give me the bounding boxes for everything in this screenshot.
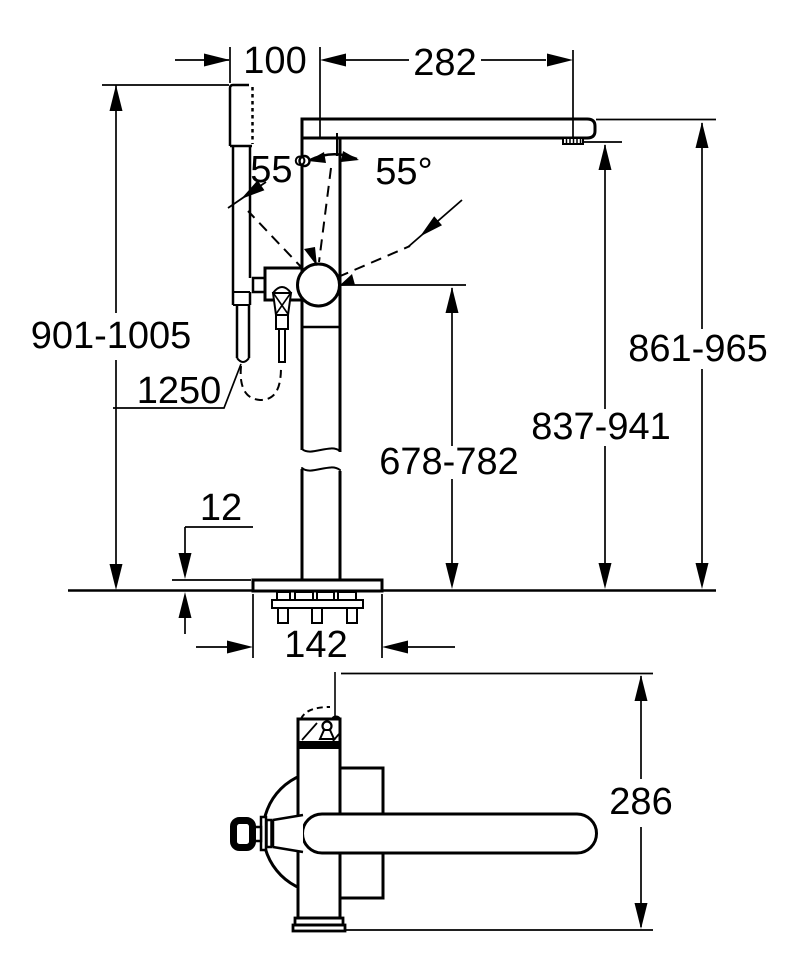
plan-spout (301, 812, 598, 855)
handle-pointer-top (304, 247, 317, 266)
top-extension-lines (229, 47, 574, 138)
dim-label-angle-right: 55° (375, 151, 432, 193)
plan-dimensions: 286 (341, 672, 673, 931)
diverter-knob-icon (230, 817, 256, 851)
spout-arm (300, 117, 597, 140)
handle-pointer-right (339, 274, 355, 286)
dim-label-plan-depth: 286 (609, 781, 672, 823)
dim-label-hose-length: 1250 (137, 370, 222, 412)
diverter (271, 286, 293, 363)
dim-label-plate-thickness: 12 (200, 487, 242, 529)
dim-label-spout-reach-282: 282 (413, 42, 476, 84)
front-view: 100 282 55° 55° 901-1005 1250 678-782 (31, 40, 768, 666)
dim-label-overall-height: 901-1005 (31, 315, 192, 357)
plan-view: 286 (230, 672, 673, 933)
spout-outlet (562, 137, 584, 145)
dim-label-offset-100: 100 (243, 40, 306, 82)
hand-shower (228, 83, 254, 363)
dim-label-angle-left: 55° (250, 149, 307, 191)
plan-diverter-knob (230, 813, 304, 854)
handle-tilt-lines (227, 133, 463, 278)
base-plate (251, 578, 384, 593)
shower-hose (239, 365, 282, 402)
dim-label-height-spout-top: 861-965 (628, 328, 767, 370)
dim-label-base-width: 142 (284, 624, 347, 666)
dim-label-height-handle: 678-782 (379, 441, 518, 483)
front-dimensions: 100 282 55° 55° 901-1005 1250 678-782 (31, 40, 768, 666)
dim-label-height-outlet: 837-941 (531, 406, 670, 448)
handle-swing-arc (298, 151, 359, 168)
plan-hose-dashed (300, 706, 331, 720)
mounting-hardware (271, 591, 364, 624)
joystick-ball (296, 262, 341, 308)
